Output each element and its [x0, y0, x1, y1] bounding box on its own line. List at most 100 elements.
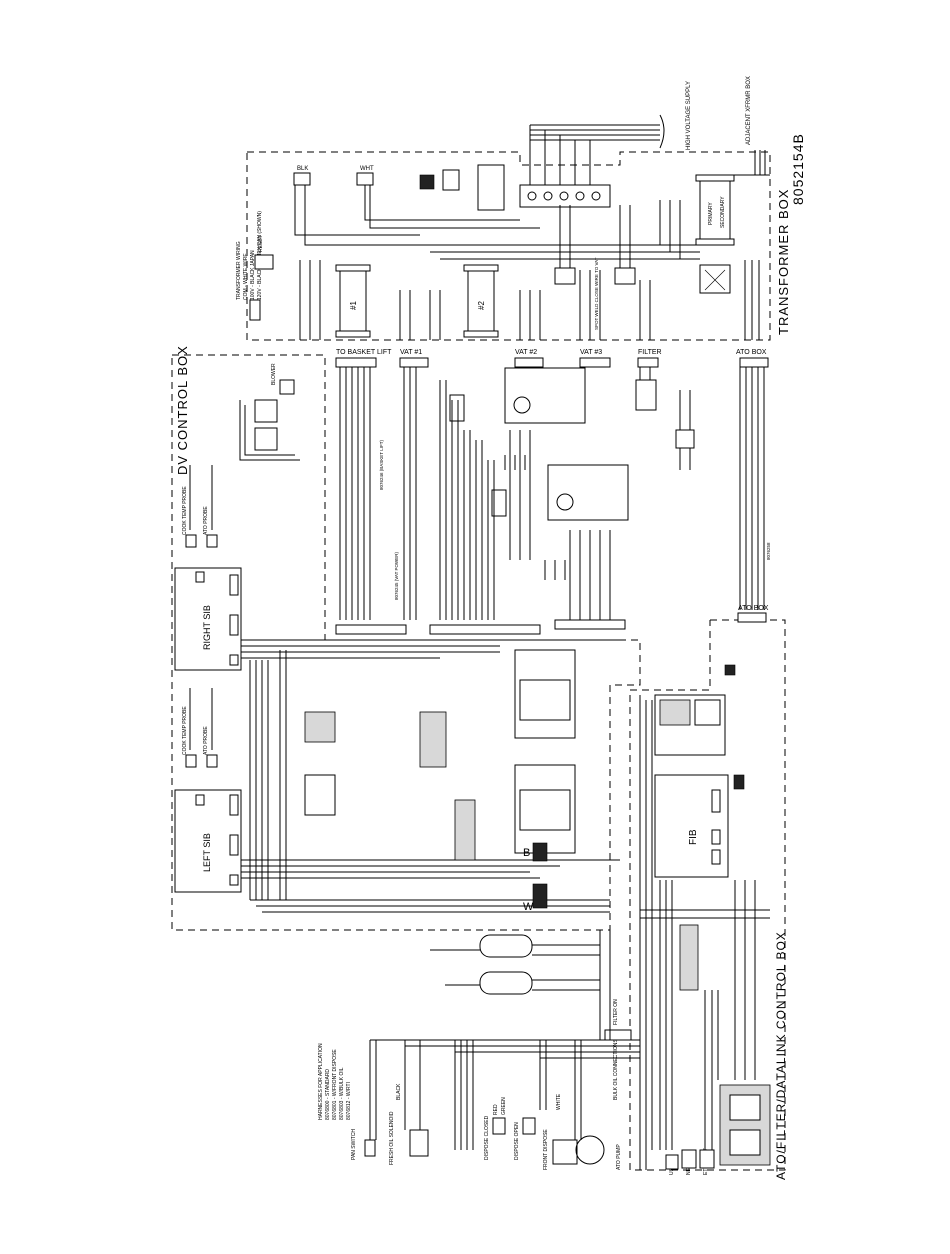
high-voltage-supply: HIGH VOLTAGE SUPPLY	[519, 81, 692, 208]
dv-control-box: DV CONTROL BOX RIGHT SIB LEFT SIB COOK T…	[174, 345, 629, 913]
ato-filter-datalink-box-boundary	[629, 619, 786, 1171]
ato-box-mid-label: 8076258 ATO BOX	[635, 367, 771, 623]
left-sib-label: LEFT SIB	[202, 833, 212, 872]
left-sib-board: LEFT SIB	[174, 789, 242, 893]
ignition-module-2	[547, 464, 629, 521]
fib-board: FIB	[654, 774, 729, 878]
label-ato-box-top: ATO BOX	[736, 349, 767, 356]
transformer-2-label: #2	[477, 301, 486, 310]
vat3-connector-b	[614, 267, 636, 285]
terminal-strip	[477, 164, 505, 211]
connector-vat-3	[579, 357, 611, 368]
ato-filter-datalink-box: ATO/FILTER/DATALINK CONTROL BOX FIB USB …	[639, 664, 788, 1180]
harnesses-title: HARNESSES FOR APPLICATION	[318, 1043, 324, 1120]
right-cook-temp-probe-label: COOK TEMP PROBE	[182, 486, 188, 535]
black-label: BLACK	[396, 1083, 402, 1100]
blk-label: BLK	[297, 166, 308, 172]
label-vat-1: VAT #1	[400, 349, 422, 356]
harness-letter-b: B	[523, 847, 530, 859]
master-reset	[249, 299, 261, 321]
blk-connector	[293, 172, 311, 186]
transformer-1: #1	[335, 264, 371, 338]
ato-pump-motor	[575, 1135, 605, 1165]
transformer-1-label: #1	[349, 301, 358, 310]
left-ato-probe-label: ATO PROBE	[203, 726, 209, 755]
drawing-number: 8052154B	[790, 133, 806, 205]
fuse-block	[419, 174, 435, 190]
transformer-3-secondary: SECONDARY	[720, 196, 726, 228]
spot-weld-note: SPOT WELD CLOSE WIRE TO VAT	[594, 257, 599, 330]
connector-vat-2	[514, 357, 544, 368]
red-label: RED	[493, 1104, 499, 1115]
reset-switch	[254, 254, 274, 270]
heating-element-1	[479, 934, 533, 958]
filter-on-label: FILTER ON	[613, 999, 619, 1025]
transformer-3: PRIMARY SECONDARY	[695, 174, 735, 246]
harnesses-line-1: 8076800 - STANDARD	[325, 1069, 331, 1120]
relay-block	[442, 169, 460, 191]
harnesses-line-3: 8076803 - W/BULK OIL	[339, 1067, 345, 1120]
ignition-module-1	[504, 367, 586, 424]
blower-label: BLOWER	[271, 363, 277, 385]
connector-basket-lift	[335, 357, 377, 368]
lower-left-components: HARNESSES FOR APPLICATION 8076800 - STAN…	[318, 930, 640, 1170]
harnesses-line-4: 8076812 - W/RTI	[346, 1082, 352, 1120]
dispose-closed-label: DISPOSE CLOSED	[484, 1115, 490, 1160]
transformer-3-primary: PRIMARY	[708, 202, 714, 225]
transformer-box-label: TRANSFORMER BOX	[776, 189, 791, 335]
harness-label-row: TO BASKET LIFT VAT #1 VAT #2 VAT #3 FILT…	[335, 349, 769, 368]
dispose-open-label: DISPOSE OPEN	[514, 1122, 520, 1160]
wht-label: WHT	[360, 166, 374, 172]
high-voltage-supply-label: HIGH VOLTAGE SUPPLY	[686, 81, 692, 150]
heating-element-2	[479, 971, 533, 995]
filter-pump-motor	[635, 379, 657, 411]
harness-vat-power: 8076245 (VAT POWER)	[394, 551, 399, 600]
front-dispose-label: FRONT DISPOSE	[543, 1129, 549, 1170]
usb-label: USB	[669, 1164, 675, 1175]
transformer-2: #2	[463, 264, 499, 338]
fresh-oil-solenoid-label: FRESH OIL SOLENOID	[389, 1111, 395, 1165]
transformer-box: TRANSFORMER BOX 8052154B TRANSFORMER WIR…	[236, 133, 806, 340]
dv-control-box-boundary	[171, 354, 641, 931]
transformer-wiring-note-line-2: 100V - BLACK JAPAN	[250, 250, 256, 300]
harnesses-line-2: 8076801 - W/FRONT DISPOSE	[332, 1049, 338, 1120]
label-vat-3: VAT #3	[580, 349, 602, 356]
connector-filter	[637, 357, 659, 368]
wht-connector	[356, 172, 374, 186]
label-filter: FILTER	[638, 349, 662, 356]
adjacent-xfrmr-box-label: ADJACENT XFRMR BOX	[746, 76, 752, 145]
adjacent-xfrmr-box: ADJACENT XFRMR BOX	[730, 76, 770, 176]
label-to-basket-lift: TO BASKET LIFT	[336, 349, 392, 356]
ato-pump-label: ATO PUMP	[616, 1144, 622, 1170]
dv-control-box-label: DV CONTROL BOX	[175, 345, 190, 475]
bulk-oil-label: BULK OIL CONNECTIONS	[613, 1039, 619, 1100]
terminal-block-c	[454, 799, 476, 861]
transformer-box-boundary	[246, 151, 771, 341]
harness-letter-w: W	[523, 901, 534, 913]
right-ato-probe-label: ATO PROBE	[203, 506, 209, 535]
ato-filter-datalink-label: ATO/FILTER/DATALINK CONTROL BOX	[774, 931, 788, 1180]
reset-label: RESET	[258, 235, 264, 252]
white-label: WHITE	[556, 1093, 562, 1110]
fib-label: FIB	[688, 829, 699, 845]
terminal-block-b	[304, 711, 336, 743]
pan-switch-label: PAN SWITCH	[351, 1129, 357, 1160]
terminal-block-a	[419, 711, 447, 768]
vat3-connector-a	[554, 267, 576, 285]
heater-strip	[675, 429, 695, 449]
left-cook-temp-probe-label: COOK TEMP PROBE	[182, 706, 188, 755]
transformer-wiring-note-line-1: COM - WHITE WIRE	[243, 253, 249, 300]
label-ato-box-mid: ATO BOX	[738, 605, 769, 612]
terminal-block-ato	[679, 924, 699, 991]
green-label: GREEN	[501, 1097, 507, 1115]
connector-vat-1	[399, 357, 429, 368]
right-sib-board: RIGHT SIB	[174, 567, 242, 671]
label-vat-2: VAT #2	[515, 349, 537, 356]
right-sib-label: RIGHT SIB	[202, 605, 212, 650]
harness-ato: 8076258	[766, 542, 771, 560]
connector-ato-box	[739, 357, 769, 368]
filter-relay	[699, 264, 731, 294]
transformer-wiring-note-title: TRANSFORMER WIRING	[236, 241, 242, 300]
harness-basket-lift: 8076246 (BASKET LIFT)	[379, 440, 384, 490]
